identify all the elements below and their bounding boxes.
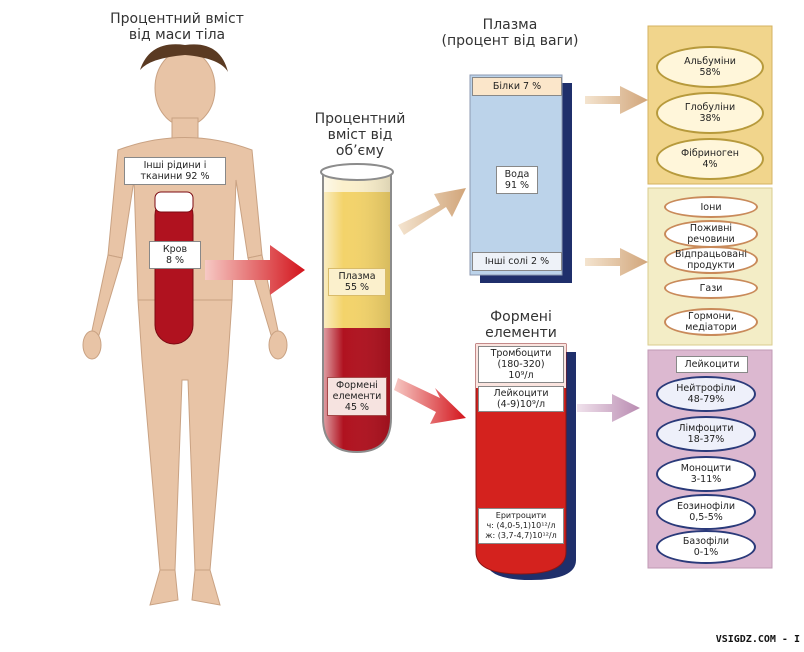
platelets-line3: 10⁹/л: [508, 370, 534, 381]
protein-name: Глобуліни: [684, 102, 736, 113]
tube-plasma-label: Плазма 55 %: [328, 268, 386, 296]
plasma-water-line1: Вода: [504, 169, 530, 180]
leuko-name: Лімфоцити: [678, 423, 734, 434]
leuko-value: 0,5-5%: [689, 512, 723, 523]
plasma-proteins-label: Білки 7 %: [472, 77, 562, 96]
platelets-line1: Тромбоцити: [490, 348, 552, 359]
tube-title-line3: об’єму: [335, 143, 385, 159]
leukocytes-line2: (4-9)10⁹/л: [496, 399, 546, 410]
human-figure: [82, 44, 288, 606]
other-oval-ions: Іони: [664, 196, 758, 218]
platelets-line2: (180-320): [497, 359, 545, 370]
protein-value: 4%: [702, 159, 718, 170]
tube-title-line2: вміст від: [327, 127, 393, 143]
other-line1: Відпрацьовані: [675, 249, 747, 260]
arrow-to-proteins-panel: [585, 86, 648, 114]
tube-formed-line3: 45 %: [344, 402, 370, 413]
other-line2: продукти: [687, 260, 735, 271]
leuko-oval-eosinophils: Еозинофіли 0,5-5%: [656, 494, 756, 530]
leukocytes-line1: Лейкоцити: [493, 388, 549, 399]
plasma-water-label: Вода 91 %: [496, 166, 538, 194]
arrow-to-leukocyte-panel: [577, 394, 640, 422]
formed-title-line2: елементи: [485, 325, 557, 341]
leuko-name: Базофіли: [682, 536, 730, 547]
footer-watermark: VSIGDZ.COM - I: [715, 634, 800, 645]
other-line1: Іони: [700, 201, 722, 213]
plasma-title-line1: Плазма: [482, 17, 538, 33]
other-oval-gases: Гази: [664, 277, 758, 299]
protein-oval-globulins: Глобуліни 38%: [656, 92, 764, 134]
leuko-oval-monocytes: Моноцити 3-11%: [656, 456, 756, 492]
other-line2: медіатори: [685, 322, 737, 333]
tube-plasma-line1: Плазма: [338, 271, 376, 282]
platelets-label: Тромбоцити (180-320) 10⁹/л: [478, 346, 564, 383]
erythrocytes-label: Еритроцити ч: (4,0-5,1)10¹²/л ж: (3,7-4,…: [478, 508, 564, 544]
tube-section-title: Процентний вміст від об’єму: [305, 111, 415, 159]
blood-label: Кров 8 %: [149, 241, 201, 269]
protein-value: 38%: [699, 113, 721, 124]
other-oval-nutrients: Поживні речовини: [664, 220, 758, 248]
tube-formed-line2: елементи: [332, 391, 382, 402]
leuko-oval-basophils: Базофіли 0-1%: [656, 530, 756, 564]
erythrocytes-line1: Еритроцити: [495, 511, 547, 520]
other-oval-waste: Відпрацьовані продукти: [664, 246, 758, 274]
leukocyte-panel-title: Лейкоцити: [676, 356, 748, 373]
leuko-value: 3-11%: [690, 474, 722, 485]
leuko-value: 18-37%: [687, 434, 725, 445]
blood-line2: 8 %: [165, 255, 185, 266]
tube-title-line1: Процентний: [314, 111, 406, 127]
arrow-to-other-panel: [585, 248, 648, 276]
leukocytes-label: Лейкоцити (4-9)10⁹/л: [478, 386, 564, 412]
protein-name: Альбуміни: [684, 56, 736, 67]
other-fluids-line1: Інші рідини і: [143, 160, 207, 171]
plasma-water-line2: 91 %: [504, 180, 530, 191]
arrow-tube-to-plasma: [398, 188, 466, 235]
tube-plasma-line2: 55 %: [344, 282, 370, 293]
other-fluids-line2: тканини 92 %: [140, 171, 210, 182]
body-section-title: Процентний вміст від маси тіла: [92, 11, 262, 43]
leuko-name: Нейтрофіли: [676, 383, 736, 394]
formed-title-line1: Формені: [490, 309, 552, 325]
other-line1: Гормони,: [687, 311, 735, 322]
other-fluids-label: Інші рідини і тканини 92 %: [124, 157, 226, 185]
erythrocytes-line3: ж: (3,7-4,7)10¹²/л: [485, 531, 557, 540]
other-line1: Поживні: [689, 223, 733, 234]
protein-value: 58%: [699, 67, 721, 78]
leuko-oval-lymphocytes: Лімфоцити 18-37%: [656, 416, 756, 452]
arrow-body-to-tube: [205, 245, 305, 295]
plasma-title-line2: (процент від ваги): [441, 33, 579, 49]
other-line1: Гази: [699, 282, 723, 294]
leuko-value: 48-79%: [687, 394, 725, 405]
tube-formed-label: Формені елементи 45 %: [327, 377, 387, 416]
body-title-line2: від маси тіла: [128, 27, 226, 43]
erythrocytes-line2: ч: (4,0-5,1)10¹²/л: [486, 521, 556, 530]
plasma-section-title: Плазма (процент від ваги): [420, 17, 600, 49]
leuko-value: 0-1%: [693, 547, 719, 558]
plasma-salts-label: Інші солі 2 %: [472, 252, 562, 271]
protein-oval-albumins: Альбуміни 58%: [656, 46, 764, 88]
leuko-name: Еозинофіли: [676, 501, 736, 512]
body-blood-tube: [154, 195, 194, 345]
other-line2: речовини: [687, 234, 735, 245]
protein-name: Фібриноген: [681, 148, 739, 159]
body-title-line1: Процентний вміст: [110, 11, 244, 27]
other-oval-hormones: Гормони, медіатори: [664, 308, 758, 336]
arrow-tube-to-formed: [394, 378, 466, 424]
protein-oval-fibrinogen: Фібриноген 4%: [656, 138, 764, 180]
blood-line1: Кров: [162, 244, 188, 255]
leuko-oval-neutrophils: Нейтрофіли 48-79%: [656, 376, 756, 412]
leuko-name: Моноцити: [680, 463, 732, 474]
tube-formed-line1: Формені: [336, 380, 378, 391]
formed-section-title: Формені елементи: [456, 309, 586, 341]
